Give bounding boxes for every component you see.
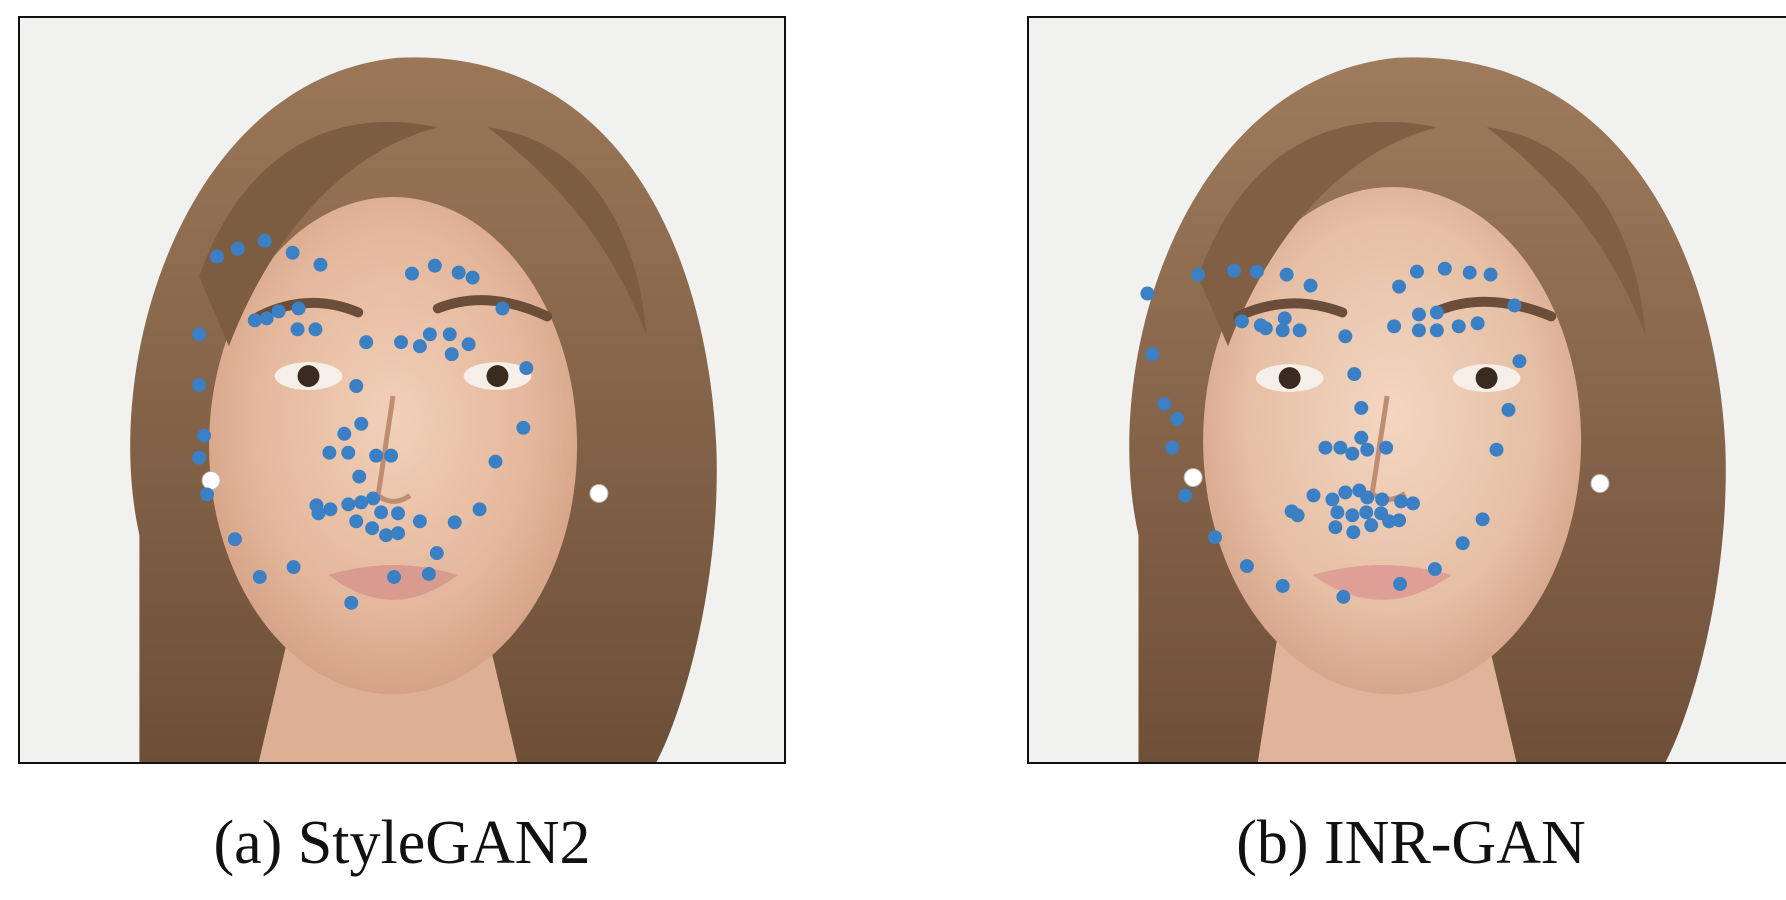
landmark-points-b — [1140, 261, 1527, 604]
panel-b — [1027, 16, 1786, 764]
face-illustration-a — [20, 18, 784, 762]
caption-a: (a) StyleGAN2 — [213, 809, 591, 877]
panel-a — [18, 16, 786, 764]
landmark-points-a — [192, 233, 534, 610]
panel-a-image — [18, 16, 786, 764]
caption-b: (b) INR-GAN — [1236, 809, 1586, 877]
panel-b-image — [1027, 16, 1786, 764]
face-illustration-b — [1029, 18, 1786, 762]
